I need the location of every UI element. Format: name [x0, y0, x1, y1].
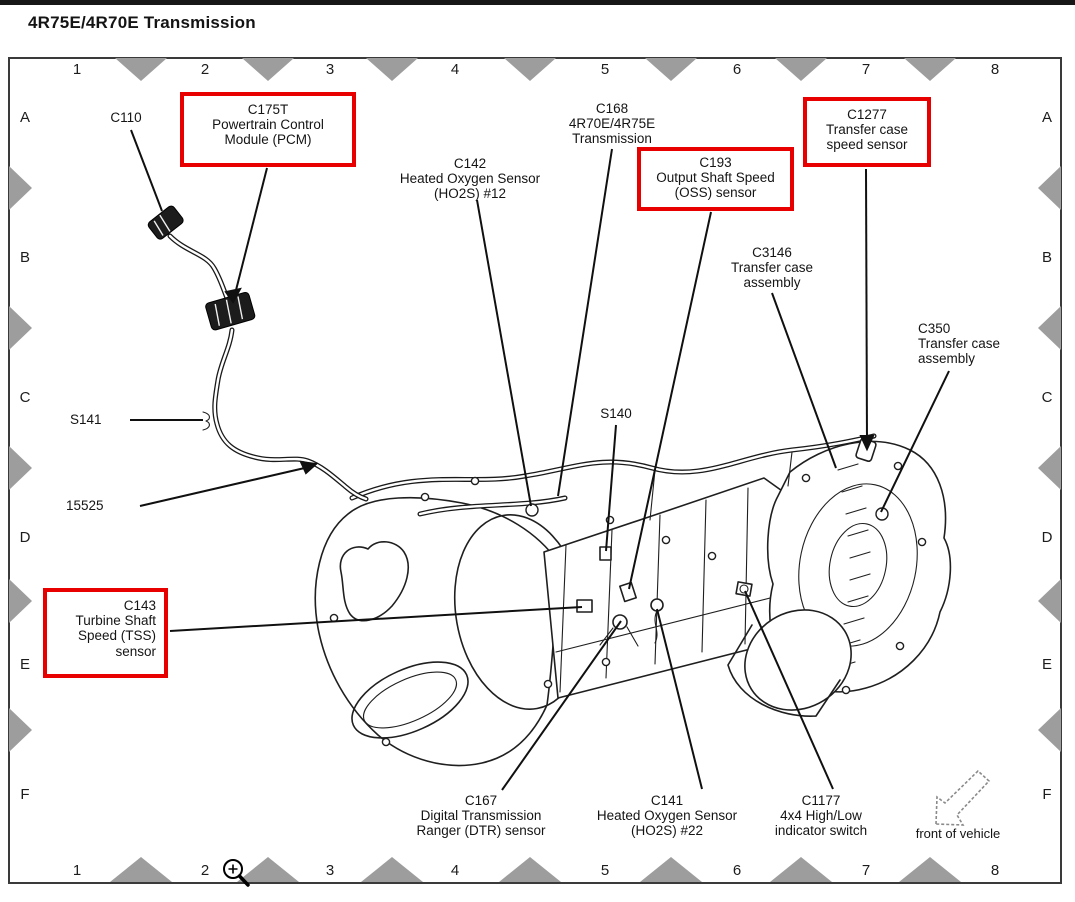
callout-line: S141 — [70, 412, 102, 427]
callout-line: Module (PCM) — [224, 132, 312, 148]
callout-line: C142 — [453, 156, 487, 171]
callout-c141: C141 Heated Oxygen Sensor (HO2S) #22 — [597, 793, 737, 839]
grid-col-bottom-2: 2 — [200, 862, 210, 879]
callout-c3146: C3146 Transfer case assembly — [731, 245, 813, 291]
grid-row-right-A: A — [1041, 109, 1053, 126]
callout-c175t: C175T Powertrain Control Module (PCM) — [184, 102, 352, 148]
grid-row-left-A: A — [19, 109, 31, 126]
callout-c143: C143 Turbine Shaft Speed (TSS) sensor — [47, 598, 164, 659]
grid-col-bottom-6: 6 — [732, 862, 742, 879]
callout-line: Transmission — [572, 131, 652, 147]
grid-col-top-5: 5 — [600, 61, 610, 78]
callout-line: (HO2S) #22 — [630, 823, 704, 839]
callout-line: C110 — [110, 110, 142, 125]
callout-c193: C193 Output Shaft Speed (OSS) sensor — [641, 155, 790, 201]
callout-line: C175T — [247, 102, 289, 117]
callout-line: Heated Oxygen Sensor — [596, 808, 738, 824]
grid-col-top-7: 7 — [861, 61, 871, 78]
grid-row-right-E: E — [1041, 656, 1053, 673]
callout-line: (HO2S) #12 — [433, 186, 507, 202]
callout-line: C3146 — [752, 245, 792, 260]
callout-line: Digital Transmission — [420, 808, 542, 824]
grid-col-top-8: 8 — [990, 61, 1000, 78]
grid-col-bottom-8: 8 — [990, 862, 1000, 879]
callout-c1277: C1277 Transfer case speed sensor — [807, 107, 927, 153]
grid-row-left-B: B — [19, 249, 31, 266]
callout-line: Powertrain Control — [212, 117, 324, 133]
callout-s140: S140 — [600, 406, 632, 421]
grid-row-left-D: D — [19, 529, 31, 546]
callout-line: indicator switch — [774, 823, 868, 839]
grid-col-bottom-7: 7 — [861, 862, 871, 879]
callout-15525: 15525 — [66, 498, 104, 513]
grid-row-left-C: C — [19, 389, 31, 406]
grid-col-bottom-4: 4 — [450, 862, 460, 879]
callout-line: 4x4 High/Low — [780, 808, 862, 824]
callout-line: Turbine Shaft — [75, 613, 156, 629]
callout-line: C350 — [918, 321, 951, 336]
callout-line: Output Shaft Speed — [656, 170, 775, 186]
callout-line: sensor — [115, 643, 156, 659]
callout-c142: C142 Heated Oxygen Sensor (HO2S) #12 — [400, 156, 540, 202]
callout-line: C167 — [464, 793, 498, 808]
grid-col-top-4: 4 — [450, 61, 460, 78]
window-top-edge — [0, 0, 1075, 5]
callout-line: Transfer case — [730, 260, 814, 276]
grid-col-bottom-1: 1 — [72, 862, 82, 879]
highlight-box-c1277: C1277 Transfer case speed sensor — [803, 97, 931, 167]
callout-line: 4R70E/4R75E — [568, 116, 656, 132]
grid-col-top-2: 2 — [200, 61, 210, 78]
callout-line: assembly — [918, 351, 976, 367]
grid-col-top-1: 1 — [72, 61, 82, 78]
callout-s141: S141 — [70, 412, 102, 427]
callout-line: speed sensor — [826, 137, 908, 153]
front-of-vehicle-label: front of vehicle — [915, 826, 1001, 841]
callout-c1177: C1177 4x4 High/Low indicator switch — [775, 793, 867, 839]
callout-line: assembly — [743, 275, 801, 291]
callout-line: C1277 — [847, 107, 887, 122]
callout-line: C193 — [699, 155, 732, 170]
callout-line: Ranger (DTR) sensor — [416, 823, 546, 839]
highlight-box-c175t: C175T Powertrain Control Module (PCM) — [180, 92, 356, 167]
callout-c350: C350 Transfer case assembly — [918, 321, 1000, 367]
callout-line: (OSS) sensor — [674, 185, 757, 201]
grid-row-right-B: B — [1041, 249, 1053, 266]
grid-row-right-F: F — [1042, 786, 1052, 803]
grid-row-left-E: E — [19, 656, 31, 673]
callout-line: 15525 — [66, 498, 104, 513]
callout-c168: C168 4R70E/4R75E Transmission — [569, 101, 655, 147]
callout-line: C141 — [650, 793, 684, 808]
callout-line: Transfer case — [918, 336, 1001, 352]
callout-line: C1177 — [801, 793, 841, 808]
highlight-box-c143: C143 Turbine Shaft Speed (TSS) sensor — [43, 588, 168, 678]
grid-col-top-6: 6 — [732, 61, 742, 78]
callout-line: C143 — [123, 598, 156, 613]
grid-row-left-F: F — [20, 786, 30, 803]
grid-col-top-3: 3 — [325, 61, 335, 78]
grid-row-right-D: D — [1041, 529, 1053, 546]
callout-line: C168 — [595, 101, 629, 116]
callout-c110: C110 — [110, 110, 141, 125]
callout-c167: C167 Digital Transmission Ranger (DTR) s… — [416, 793, 545, 839]
callout-line: Heated Oxygen Sensor — [399, 171, 541, 187]
grid-col-bottom-5: 5 — [600, 862, 610, 879]
grid-col-bottom-3: 3 — [325, 862, 335, 879]
callout-line: Transfer case — [825, 122, 909, 138]
callout-line: Speed (TSS) — [77, 628, 156, 644]
highlight-box-c193: C193 Output Shaft Speed (OSS) sensor — [637, 147, 794, 211]
grid-row-right-C: C — [1041, 389, 1053, 406]
callout-line: S140 — [600, 406, 632, 421]
page-title: 4R75E/4R70E Transmission — [28, 13, 256, 32]
